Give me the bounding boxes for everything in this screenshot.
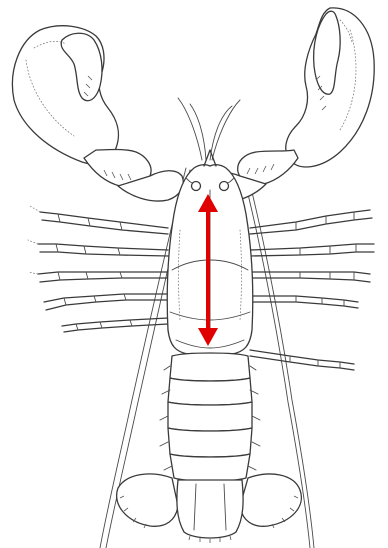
left-walking-legs xyxy=(28,206,168,332)
antennules xyxy=(178,98,240,160)
tail-fan xyxy=(117,474,302,543)
abdomen xyxy=(160,353,260,481)
right-claw xyxy=(208,8,374,201)
left-claw xyxy=(12,26,183,201)
